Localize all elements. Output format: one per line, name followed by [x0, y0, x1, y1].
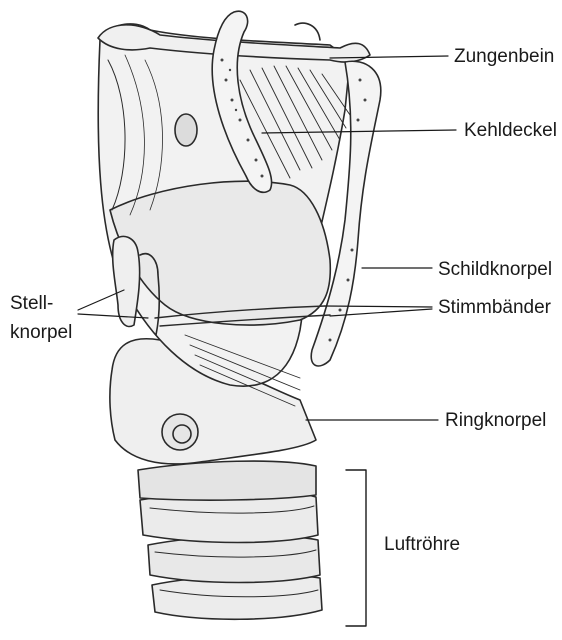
label-schildknorpel: Schildknorpel [438, 259, 552, 281]
label-ringknorpel: Ringknorpel [445, 410, 546, 432]
label-kehldeckel: Kehldeckel [464, 120, 557, 142]
label-stimmbaender: Stimmbänder [438, 297, 551, 319]
label-luftroehre: Luftröhre [384, 534, 460, 556]
label-zungenbein: Zungenbein [454, 46, 554, 68]
trachea [138, 461, 322, 619]
label-stellknorpel-line1: Stell- [10, 293, 53, 315]
label-stellknorpel-line2: knorpel [10, 322, 72, 344]
trachea-bracket [346, 470, 366, 626]
